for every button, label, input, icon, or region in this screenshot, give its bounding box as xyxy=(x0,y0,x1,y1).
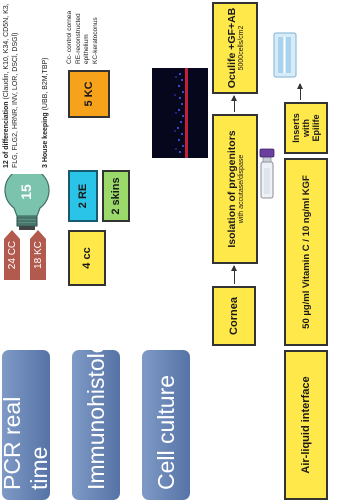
cell-culture-insert-icon xyxy=(273,32,297,78)
box-isolation-of-progenitors: Isolation of progenitors with accutase/d… xyxy=(212,114,258,264)
box-cornea: Cornea xyxy=(212,286,256,346)
differentiation-genes: 12 of differenciation (Claudin, K10, K34… xyxy=(3,3,19,168)
box-2-re: 2 RE xyxy=(68,170,98,222)
box-air-liquid-interface: Air-liquid interface xyxy=(284,350,328,500)
bulb-number: 15 xyxy=(18,184,34,200)
box-inserts-with-epilife: Inserts with Epilife xyxy=(284,102,328,154)
box-5-kc: 5 KC xyxy=(68,70,110,118)
arrow-isolation-to-oculife xyxy=(234,96,235,112)
box-vitamin-c-kgf: 50 µg/ml Vitamin C / 10 ng/ml KGF xyxy=(284,158,328,346)
row-label-cell-culture: Cell culture xyxy=(142,350,190,500)
sample-legend: Cc- control cornea RE-reconstructed epit… xyxy=(66,10,99,64)
row-label-immunohistology: Immunohistology xyxy=(72,316,120,500)
tag-18-kc: 18 KC xyxy=(30,230,46,280)
culture-flask-icon xyxy=(259,148,275,199)
lightbulb-icon xyxy=(4,174,50,230)
arrow-cornea-to-isolation xyxy=(234,266,235,284)
box-4-cc: 4 cc xyxy=(68,230,106,286)
box-oculife: Oculife +GF+AB 5000cells/cm2 xyxy=(212,2,258,94)
immunofluorescence-micrograph xyxy=(152,68,208,158)
row-label-pcr: PCR real time xyxy=(0,350,52,500)
housekeeping-genes: 3 House keeping (UBB, B2M,TBP) xyxy=(42,57,49,169)
arrow-insert-to-epilife xyxy=(300,84,301,100)
tag-24-cc: 24 CC xyxy=(4,230,20,280)
box-2-skins: 2 skins xyxy=(102,170,130,222)
